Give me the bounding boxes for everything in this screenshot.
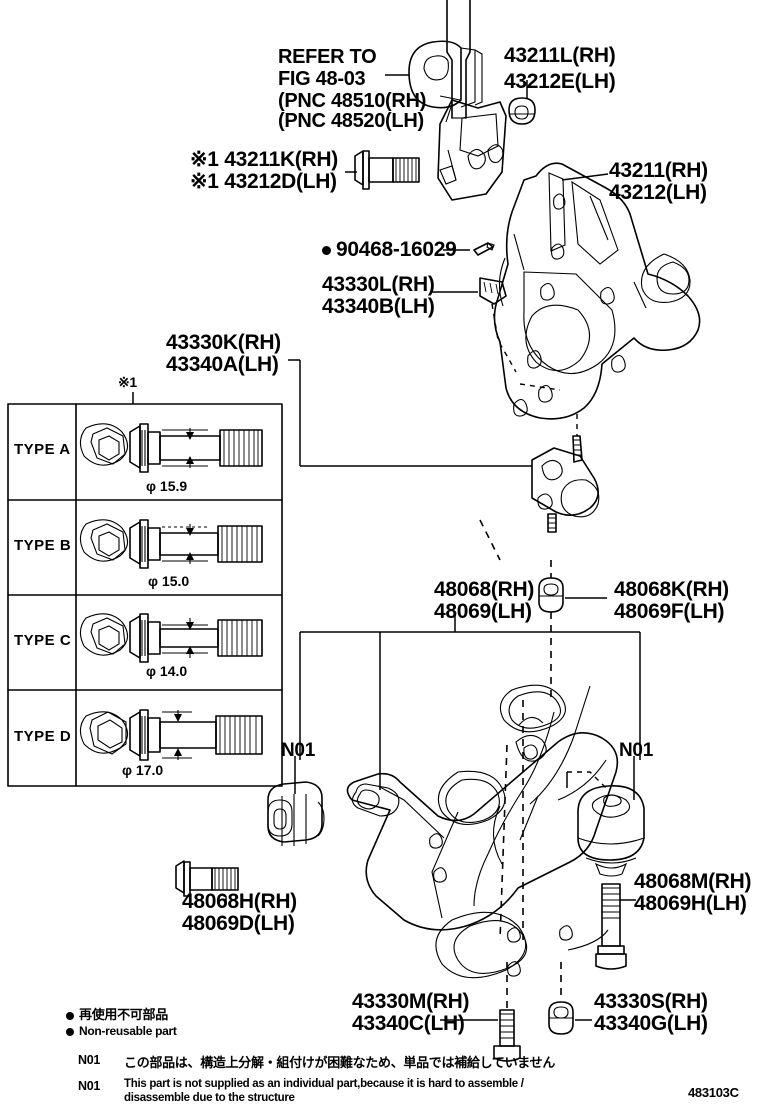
strut-rod-art xyxy=(446,0,471,119)
legend-nonreusable-jp: 再使用不可部品 xyxy=(66,1004,168,1023)
knuckle-upper-bracket-art xyxy=(437,99,507,201)
lower-ball-joint-art xyxy=(288,359,600,533)
type-table-marker: ※1 xyxy=(118,374,137,390)
refer-to-line3: (PNC 48510(RH) xyxy=(278,90,427,112)
callout-bj-clip-rh: 43330L(RH) xyxy=(322,273,435,296)
knuckle-bolt-art xyxy=(345,150,420,190)
steering-knuckle-art xyxy=(493,162,701,420)
alignment-dashed-lines xyxy=(479,519,524,941)
upper-bracket-art xyxy=(408,40,483,109)
callout-bush-rear-rh: 48068M(RH) xyxy=(634,870,752,893)
refer-to-line2: FIG 48-03 xyxy=(278,68,366,90)
diagram-id: 483103C xyxy=(688,1085,739,1100)
callout-knuckle-rh: 43211(RH) xyxy=(609,159,708,182)
callout-bj-nut-lh: 43340G(LH) xyxy=(594,1012,708,1035)
callout-dust-cover-rh: 43211L(RH) xyxy=(504,44,616,67)
callout-bush-rear-lh: 48069H(LH) xyxy=(634,892,747,915)
callout-knuckle-lh: 43212(LH) xyxy=(609,181,707,204)
callout-dust-cover-lh: 43212E(LH) xyxy=(504,70,616,93)
callout-knuckle-bolt-rh: ※1 43211K(RH) xyxy=(190,148,338,171)
bj-bolt-art xyxy=(440,962,521,1062)
type-a-bolt-art xyxy=(79,423,263,473)
n01-note-jp: この部品は、構造上分解・組付けが困難なため、単品では補給していません xyxy=(124,1056,556,1071)
callout-lower-arm-lh: 48069(LH) xyxy=(434,600,532,623)
callout-arm-nut-rh: 48068K(RH) xyxy=(614,578,729,601)
knuckle-leader xyxy=(561,173,609,181)
type-row-dia-b: φ 15.0 xyxy=(148,573,190,589)
n01-tag-en: N01 xyxy=(78,1079,101,1093)
callout-cotter-pin-text: 90468-16029 xyxy=(336,238,457,261)
callout-cotter-pin: 90468-16029 xyxy=(322,238,457,261)
type-d-bolt-art xyxy=(79,709,263,761)
type-row-dia-a: φ 15.9 xyxy=(146,478,188,494)
bj-nut-art xyxy=(548,962,592,1035)
callout-bj-nut-rh: 43330S(RH) xyxy=(594,990,708,1013)
balljoint-clip-art xyxy=(432,277,507,305)
callout-bj-clip-lh: 43340B(LH) xyxy=(322,295,435,318)
leader-brackets xyxy=(299,616,641,790)
refer-to-line4: (PNC 48520(LH) xyxy=(278,110,424,132)
callout-balljoint-lh: 43340A(LH) xyxy=(166,353,279,376)
nonreusable-dot-icon xyxy=(322,245,331,255)
callout-bj-bolt-lh: 43340C(LH) xyxy=(352,1012,465,1035)
type-row-label-a: TYPE A xyxy=(14,441,71,458)
n01-note-en-line1: This part is not supplied as an individu… xyxy=(124,1078,524,1090)
type-b-bolt-art xyxy=(79,519,263,569)
arm-nut-art xyxy=(538,560,607,700)
legend-nonreusable-en: Non-reusable part xyxy=(66,1024,177,1038)
lower-control-arm-art xyxy=(346,684,619,979)
clip-leader-dashed xyxy=(491,303,517,373)
callout-balljoint-rh: 43330K(RH) xyxy=(166,331,281,354)
callout-lower-arm-rh: 48068(RH) xyxy=(434,578,535,601)
legend-nonreusable-jp-text: 再使用不可部品 xyxy=(79,1008,168,1023)
callout-arm-nut-lh: 48069F(LH) xyxy=(614,600,725,623)
dust-cover-art xyxy=(508,97,536,125)
type-table-grid xyxy=(7,403,283,787)
type-c-bolt-art xyxy=(79,613,263,663)
cotter-pin-art xyxy=(443,242,495,256)
type-row-dia-c: φ 14.0 xyxy=(146,663,188,679)
type-row-label-d: TYPE D xyxy=(14,728,72,745)
n01-marker-right: N01 xyxy=(619,740,653,761)
callout-bush-front-rh: 48068H(RH) xyxy=(182,890,297,913)
legend-nonreusable-en-text: Non-reusable part xyxy=(79,1024,177,1038)
legend-dot-en-icon xyxy=(66,1027,74,1036)
callout-knuckle-bolt-lh: ※1 43212D(LH) xyxy=(190,170,337,193)
callout-bush-front-lh: 48069D(LH) xyxy=(182,912,295,935)
n01-marker-left: N01 xyxy=(281,740,315,761)
type-row-dia-d: φ 17.0 xyxy=(122,762,164,778)
n01-tag-jp: N01 xyxy=(78,1053,101,1067)
rear-bushing-art xyxy=(566,756,645,877)
front-bushing-art xyxy=(267,756,325,846)
front-bushing-bolt-art xyxy=(175,860,239,902)
refer-to-line1: REFER TO xyxy=(278,46,377,68)
legend-dot-jp-icon xyxy=(66,1011,74,1020)
n01-note-en-line2: disassemble due to the structure xyxy=(124,1092,295,1104)
rear-bushing-bolt-art xyxy=(595,883,636,970)
type-row-label-b: TYPE B xyxy=(14,537,72,554)
type-row-label-c: TYPE C xyxy=(14,632,72,649)
callout-bj-bolt-rh: 43330M(RH) xyxy=(352,990,470,1013)
